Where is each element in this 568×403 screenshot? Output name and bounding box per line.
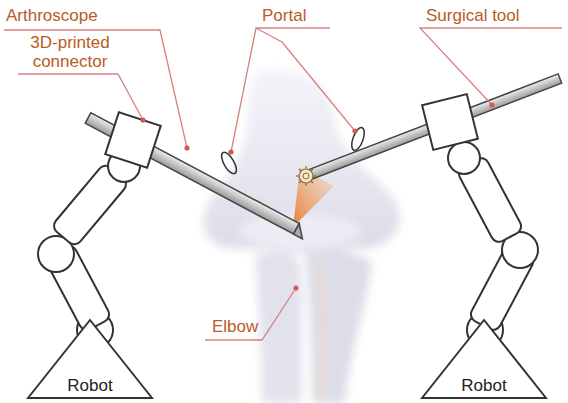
burr-head <box>296 166 316 186</box>
robot-base: Robot <box>420 318 548 400</box>
part-label: 3D-printed connector <box>14 33 126 71</box>
surgical-tool <box>296 74 562 186</box>
leader-lines <box>4 28 562 340</box>
part-label: Elbow <box>212 317 272 336</box>
connector-right <box>422 94 478 150</box>
robot-label: Robot <box>420 376 548 396</box>
robot-label: Robot <box>26 376 154 396</box>
portal-ring <box>219 150 240 176</box>
robot-base: Robot <box>26 318 154 400</box>
portal-ring <box>349 126 367 152</box>
right-robot-arm <box>448 142 538 348</box>
leader-dots <box>140 102 494 290</box>
left-robot-arm <box>38 150 140 348</box>
connector-left <box>105 112 160 167</box>
part-label: Surgical tool <box>426 6 564 25</box>
part-label: Arthroscope <box>6 6 156 25</box>
elbow-bones <box>204 69 400 403</box>
arthroscope <box>85 112 308 239</box>
part-label: Portal <box>262 6 342 25</box>
view-cone <box>293 168 334 227</box>
